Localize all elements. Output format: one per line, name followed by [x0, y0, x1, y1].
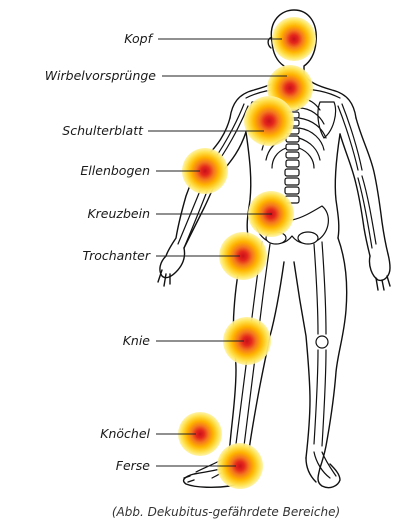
label-knoechel: Knöchel — [100, 426, 150, 441]
label-schulterblatt: Schulterblatt — [62, 123, 144, 138]
label-ferse: Ferse — [116, 458, 151, 473]
figure-caption: (Abb. Dekubitus-gefährdete Bereiche) — [112, 505, 340, 519]
label-wirbelvorsprunge: Wirbelvorsprünge — [45, 68, 157, 83]
label-kreuzbein: Kreuzbein — [87, 206, 150, 221]
labels: Kopf Wirbelvorsprünge Schulterblatt Elle… — [45, 31, 157, 473]
label-knie: Knie — [123, 333, 151, 348]
label-kopf: Kopf — [124, 31, 153, 46]
label-ellenbogen: Ellenbogen — [80, 163, 150, 178]
hotspot-schulterblatt — [244, 96, 294, 146]
label-trochanter: Trochanter — [82, 248, 150, 263]
